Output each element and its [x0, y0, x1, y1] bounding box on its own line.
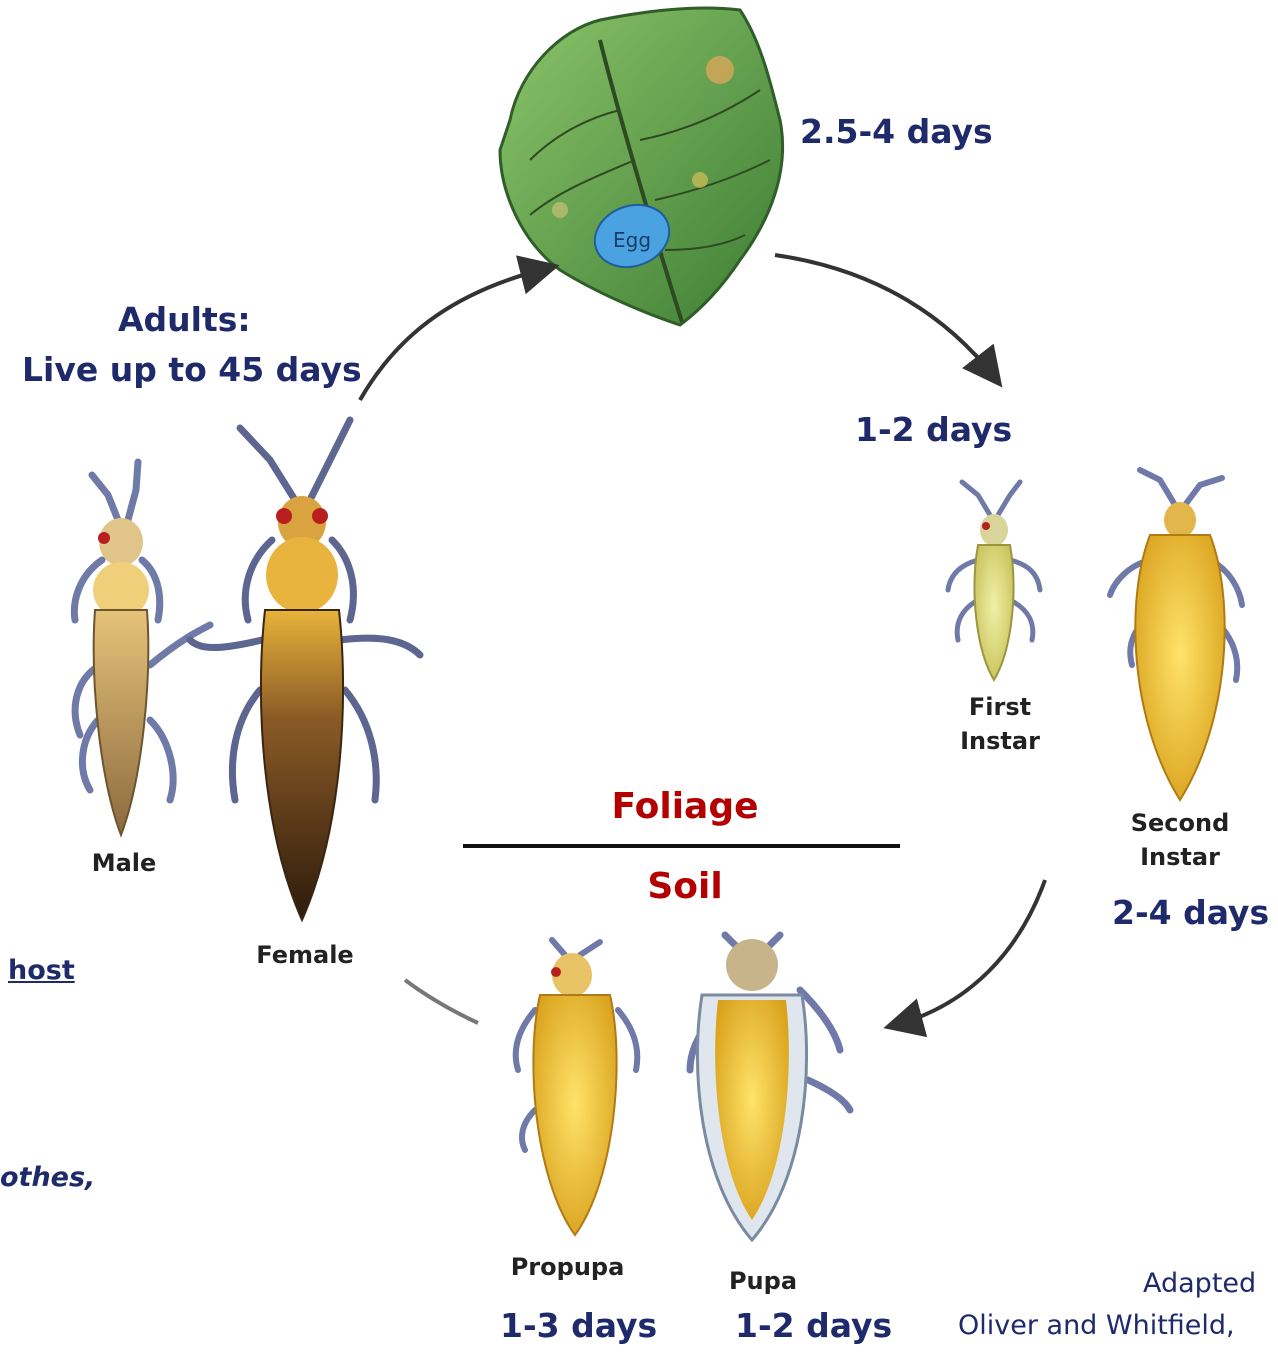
leaf-shape — [500, 8, 783, 325]
pupa-duration: 1-2 days — [735, 1306, 892, 1345]
first-instar-thrips — [948, 482, 1040, 680]
female-label: Female — [250, 938, 360, 972]
cutoff-othes-text: othes, — [0, 1162, 95, 1193]
citation-line1: Adapted — [1143, 1268, 1256, 1299]
cycle-arrows — [360, 255, 1045, 1025]
arrow-second-instar-to-pupa — [895, 880, 1045, 1025]
propupa-thrips — [516, 940, 638, 1235]
pupa-label: Pupa — [718, 1264, 808, 1298]
egg-duration: 2.5-4 days — [800, 112, 993, 151]
citation-line2: Oliver and Whitfield, — [958, 1310, 1235, 1341]
first-instar-label: First Instar — [955, 690, 1045, 758]
second-instar-label: Second Instar — [1120, 806, 1240, 874]
adults-duration: Live up to 45 days — [22, 350, 362, 389]
arrow-egg-to-first-instar — [775, 255, 995, 378]
pupa-thrips — [690, 935, 850, 1240]
propupa-label: Propupa — [505, 1250, 630, 1284]
second-instar-label-line1: Second — [1120, 806, 1240, 840]
cutoff-host-text: host — [8, 955, 75, 986]
propupa-duration: 1-3 days — [500, 1306, 657, 1345]
male-label: Male — [84, 846, 164, 880]
first-instar-duration: 1-2 days — [855, 410, 1012, 449]
arrow-propupa-to-adult — [405, 980, 478, 1023]
second-instar-duration: 2-4 days — [1112, 893, 1269, 932]
egg-label: Egg — [613, 228, 651, 252]
foliage-label: Foliage — [590, 786, 780, 827]
first-instar-label-line2: Instar — [955, 724, 1045, 758]
soil-label: Soil — [620, 866, 750, 907]
second-instar-thrips — [1110, 470, 1242, 800]
female-adult-thrips — [190, 420, 420, 920]
second-instar-label-line2: Instar — [1120, 840, 1240, 874]
arrow-adult-to-egg — [360, 268, 548, 400]
adults-title: Adults: — [118, 300, 251, 339]
first-instar-label-line1: First — [955, 690, 1045, 724]
male-adult-thrips — [74, 462, 210, 835]
leaf-with-egg — [500, 8, 783, 325]
